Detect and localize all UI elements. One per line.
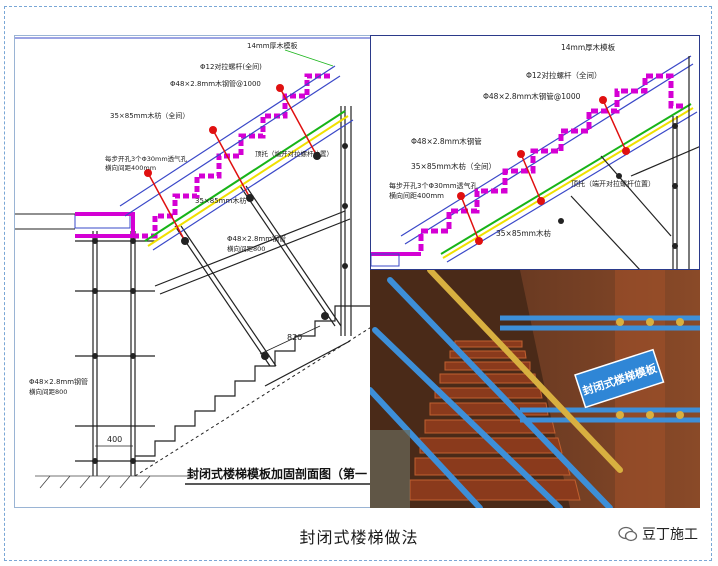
rlabel-vent: 每步开孔3个Φ30mm透气孔 (389, 181, 478, 190)
rlabel-wood-batten: 35×85mm木枋（全间） (411, 161, 496, 171)
left-section-drawing: 400 820 14mm厚木模板 Φ12对拉螺杆(全间) Φ48×2.8mm木钢… (14, 35, 372, 508)
left-drawing-title: 封闭式楼梯模板加固剖面图（第一 (187, 466, 367, 481)
rlabel-board: 14mm厚木模板 (561, 42, 616, 52)
rlabel-vent-spacing: 横向间距400mm (389, 191, 444, 200)
dim-820: 820 (287, 333, 302, 342)
label-vent: 每步开孔3个Φ30mm透气孔 (105, 154, 188, 163)
dim-400: 400 (107, 435, 122, 444)
rlabel-tie-rod: Φ12对拉螺杆（全间） (526, 70, 601, 80)
rlabel-steel-tube: Φ48×2.8mm木钢管@1000 (483, 91, 581, 101)
site-photo: 封闭式楼梯模板 (370, 270, 700, 508)
label-steel-tube: Φ48×2.8mm木钢管@1000 (170, 79, 261, 88)
label-nut: 顶托（端开对拉螺杆位置） (255, 149, 333, 158)
wechat-icon (618, 526, 638, 542)
label-steel-tube2: Φ48×2.8mm钢管 (227, 234, 286, 243)
label-vent-spacing: 横向间距400mm (105, 163, 156, 172)
label-wood-batten: 35×85mm木枋（全间） (110, 111, 189, 120)
brand-name: 豆丁施工 (642, 527, 698, 543)
label-board: 14mm厚木模板 (247, 41, 298, 50)
label-spacing1: 横向间距800 (227, 244, 265, 253)
right-stair-formwork (418, 73, 683, 251)
outer-frame (4, 6, 712, 561)
rlabel-nut: 顶托（端开对拉螺杆位置） (571, 179, 655, 188)
left-concrete-stair (135, 305, 371, 457)
label-wood-batten2: 35×85mm木枋 (195, 196, 246, 205)
rlabel-steel-tube2: Φ48×2.8mm木钢管 (411, 136, 482, 146)
brand-watermark: 豆丁施工 (618, 524, 698, 544)
right-section-drawing: 14mm厚木模板 Φ12对拉螺杆（全间） Φ48×2.8mm木钢管@1000 Φ… (370, 35, 700, 270)
label-spacing2: 横向间距800 (29, 387, 67, 396)
rlabel-wood-batten2: 35×85mm木枋 (496, 228, 551, 238)
label-tie-rod: Φ12对拉螺杆(全间) (200, 62, 262, 71)
figure-caption: 封闭式楼梯做法 (299, 528, 419, 547)
label-steel-tube3: Φ48×2.8mm钢管 (29, 377, 88, 386)
